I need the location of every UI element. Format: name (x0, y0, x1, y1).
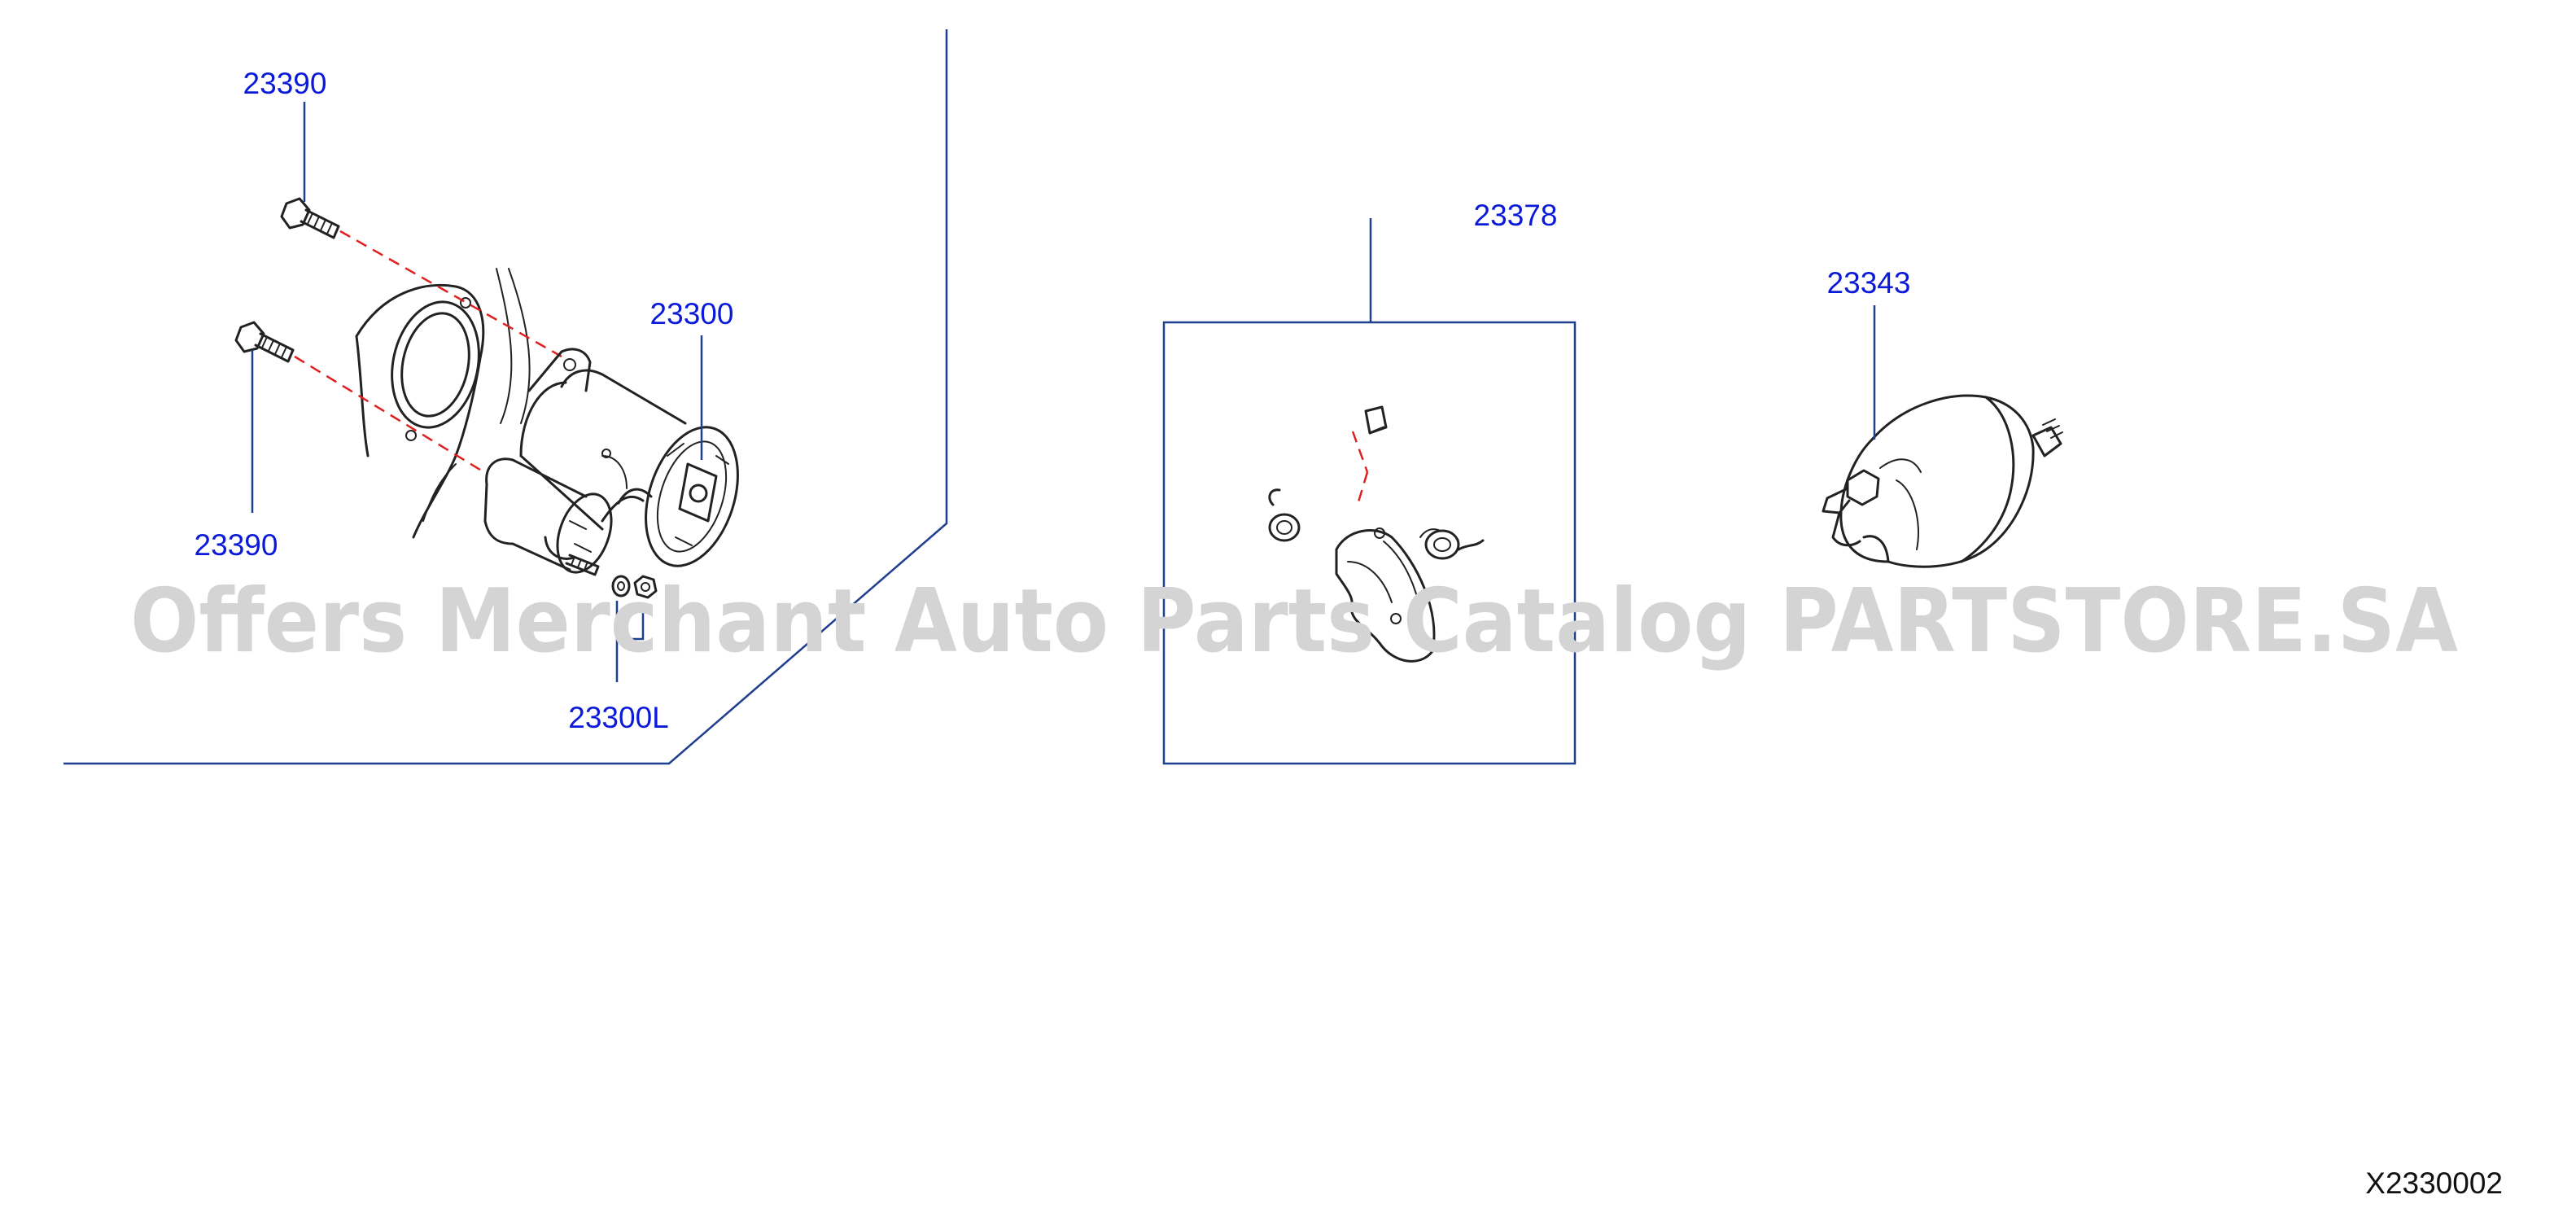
bolt-lower (234, 321, 295, 363)
leader-lines (251, 102, 1876, 682)
dashed-guides (294, 230, 1369, 506)
part-label-solenoid: 23343 (1827, 266, 1911, 300)
part-labels: 23390 23390 23300 23300L 23378 23343 X23… (195, 67, 2503, 1200)
part-label-bolt-top: 23390 (243, 67, 327, 100)
figure-code: X2330002 (2365, 1166, 2503, 1200)
watermark-text: Offers Merchant Auto Parts Catalog PARTS… (130, 571, 2458, 672)
bolt-top (280, 197, 340, 239)
part-label-nut-washer: 23300L (568, 701, 668, 734)
solenoid-switch (1822, 394, 2063, 568)
engine-block-outline (355, 268, 531, 539)
part-label-brush-set: 23378 (1474, 199, 1558, 232)
nut-washer-set (611, 575, 658, 599)
starter-motor (483, 348, 739, 576)
part-label-bolt-lower: 23390 (195, 528, 278, 562)
brush-set (1268, 405, 1485, 663)
part-label-starter-motor: 23300 (650, 297, 734, 330)
left-group-frame (63, 29, 948, 765)
brush-set-frame (1162, 321, 1577, 765)
